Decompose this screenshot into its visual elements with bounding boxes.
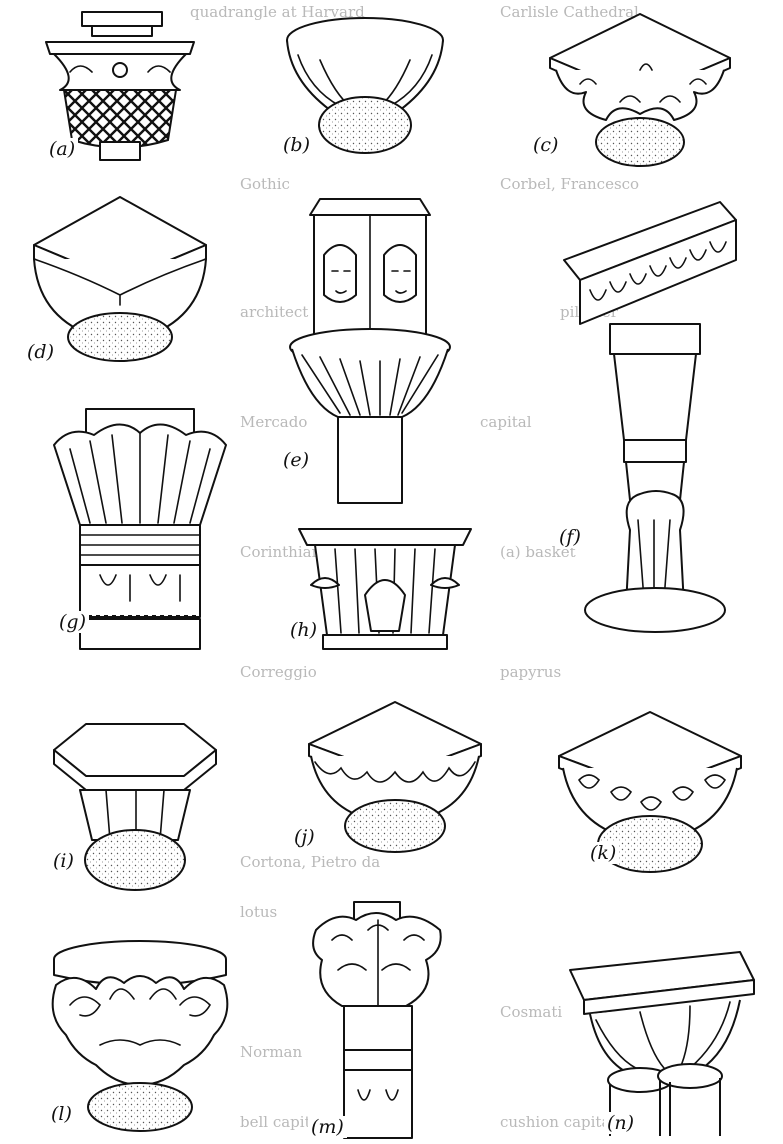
figure-f-column-capital: (f)	[556, 200, 750, 640]
bg-line: Correggio	[240, 663, 317, 681]
bg-line: Cosmati	[500, 1003, 563, 1021]
figure-n-clustered-capital: (n)	[560, 950, 760, 1140]
figure-h-corinthian-capital: (h)	[287, 525, 475, 655]
bg-line: Carlisle Cathedral	[500, 3, 639, 21]
caption-h: (h)	[287, 619, 321, 641]
bg-line: lotus	[240, 903, 278, 921]
figure-i-bell-capital: (i)	[50, 720, 220, 895]
caption-b: (b)	[280, 134, 313, 156]
figure-d-cushion-capital: (d)	[24, 195, 210, 365]
bg-line: Corbel, Francesco	[500, 175, 640, 193]
bg-line: bell capital	[240, 1113, 325, 1131]
bg-line: Cortona, Pietro da	[240, 853, 381, 871]
bg-line: Gothic	[240, 175, 290, 193]
figure-m-composite-capital: (m)	[308, 900, 448, 1140]
bg-line: capital	[480, 413, 532, 431]
figure-k-leaf-capital: (k)	[555, 710, 745, 880]
bg-line: Corinthian	[240, 543, 322, 561]
bg-line: architect	[240, 303, 309, 321]
figure-l-foliate-capital: (l)	[40, 935, 240, 1135]
caption-f: (f)	[556, 526, 584, 548]
figure-j-scalloped-capital: (j)	[291, 700, 485, 860]
caption-e: (e)	[280, 449, 313, 471]
caption-d: (d)	[24, 341, 57, 363]
caption-l: (l)	[48, 1103, 75, 1125]
caption-i: (i)	[50, 850, 77, 872]
caption-j: (j)	[291, 826, 318, 848]
bg-line: papyrus	[500, 663, 562, 681]
figure-a-basket-capital: (a)	[40, 10, 200, 161]
caption-g: (g)	[56, 611, 89, 633]
caption-k: (k)	[587, 842, 620, 864]
caption-c: (c)	[530, 134, 562, 156]
bg-line: quadrangle at Harvard	[190, 3, 365, 21]
bg-line: Mercado	[240, 413, 308, 431]
figure-e-hathor-capital: (e)	[280, 195, 460, 505]
figure-c-foliate-capital: (c)	[530, 10, 740, 170]
figure-g-palm-capital: (g)	[50, 405, 230, 655]
caption-a: (a)	[46, 138, 79, 160]
caption-n: (n)	[604, 1112, 638, 1134]
bg-line: cushion capital	[500, 1113, 616, 1131]
bg-line: Norman	[240, 1043, 303, 1061]
caption-m: (m)	[308, 1116, 347, 1138]
figure-b-capital: (b)	[280, 10, 450, 160]
